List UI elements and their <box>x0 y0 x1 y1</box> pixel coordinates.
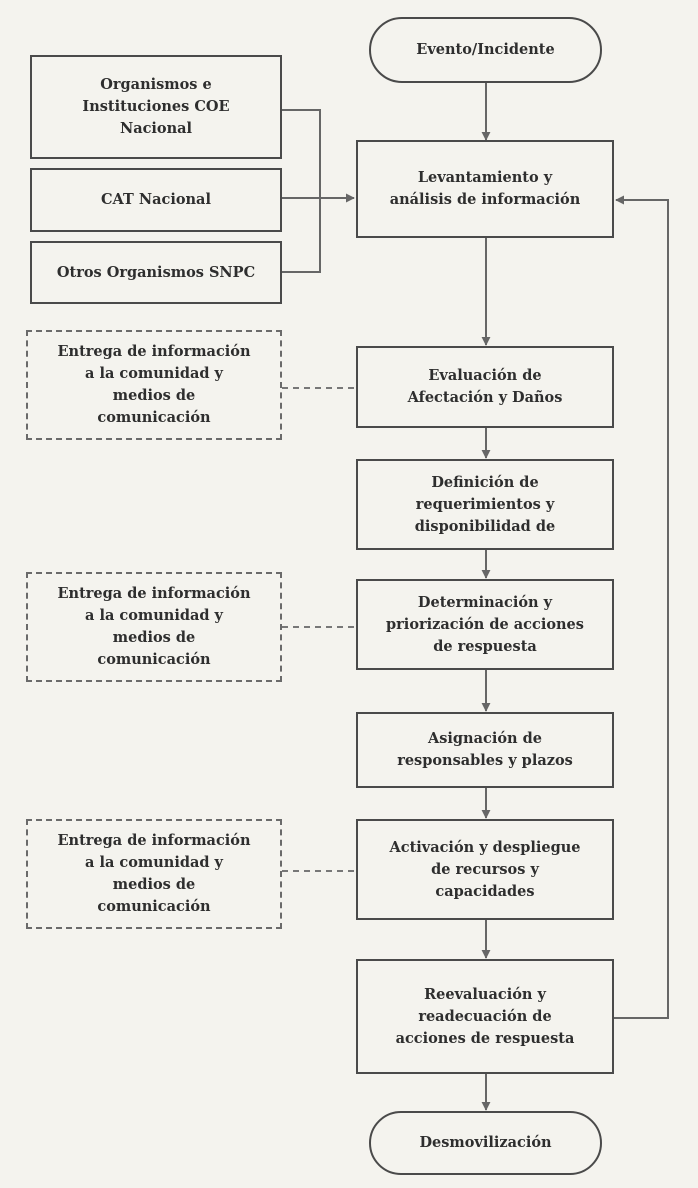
step-levantamiento: Levantamiento y análisis de información <box>356 140 614 238</box>
feedback-loop-arrow <box>613 195 669 1019</box>
step-asignacion: Asignación de responsables y plazos <box>356 712 614 788</box>
source-otros-organismos: Otros Organismos SNPC <box>30 241 282 304</box>
source-cat-nacional: CAT Nacional <box>30 168 282 232</box>
info-box-1: Entrega de información a la comunidad y … <box>26 330 282 440</box>
source-bracket-line <box>282 109 321 273</box>
step-activacion: Activación y despliegue de recursos y ca… <box>356 819 614 920</box>
source-organismos-coe: Organismos e Instituciones COE Nacional <box>30 55 282 159</box>
info-box-2: Entrega de información a la comunidad y … <box>26 572 282 682</box>
start-terminal: Evento/Incidente <box>369 17 602 83</box>
step-evaluacion: Evaluación de Afectación y Daños <box>356 346 614 428</box>
step-definicion: Definición de requerimientos y disponibi… <box>356 459 614 550</box>
info-box-3: Entrega de información a la comunidad y … <box>26 819 282 929</box>
step-determinacion: Determinación y priorización de acciones… <box>356 579 614 670</box>
step-reevaluacion: Reevaluación y readecuación de acciones … <box>356 959 614 1074</box>
end-terminal: Desmovilización <box>369 1111 602 1175</box>
